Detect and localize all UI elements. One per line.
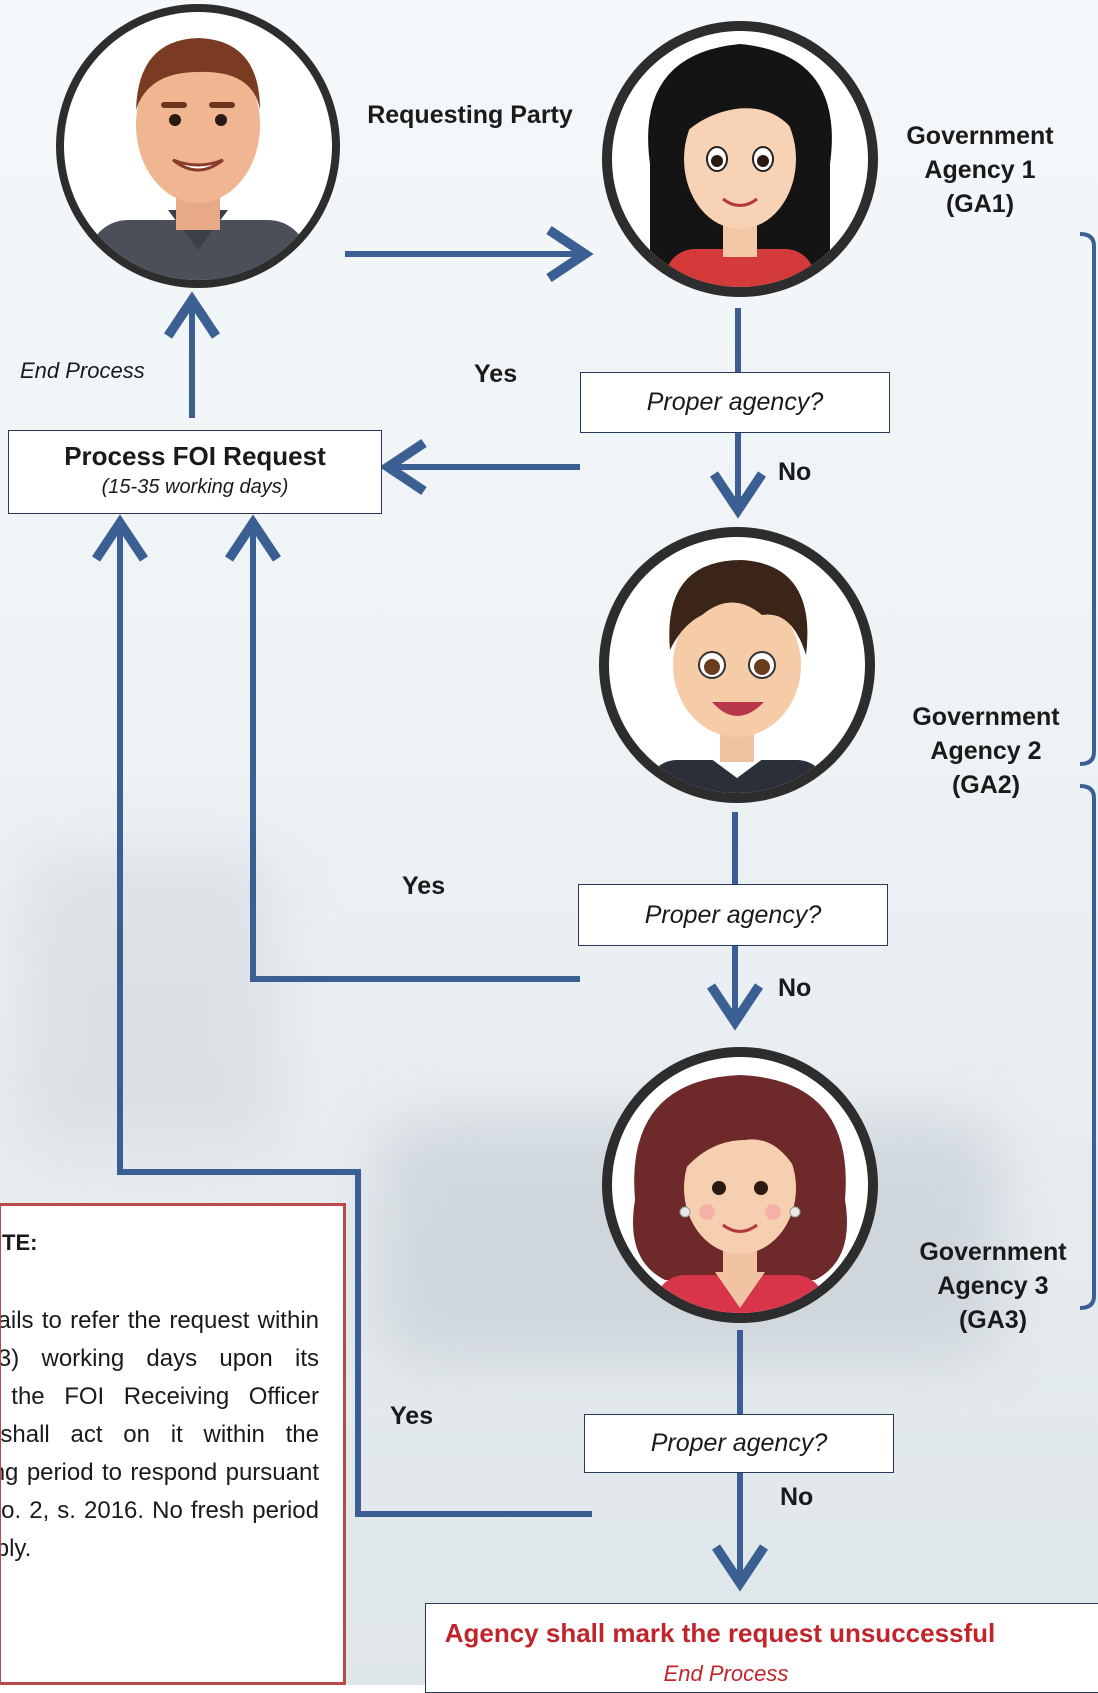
ga2-label: Government Agency 2 (GA2) [876, 700, 1096, 802]
requesting-party-label: Requesting Party [367, 101, 573, 129]
arrow-decision3-yes [92, 514, 592, 1517]
final-end-process: End Process [663, 1661, 789, 1686]
ga2-label-line3: (GA2) [951, 771, 1021, 799]
arrow-decision2-yes [225, 514, 580, 982]
unsuccessful-title: Agency shall mark the request unsuccessf… [444, 1618, 996, 1648]
yes-label-1: Yes [474, 360, 518, 388]
ga2-label-line1: Government [912, 703, 1060, 731]
no-label-3: No [780, 1483, 814, 1511]
yes-label-2: Yes [402, 872, 446, 900]
decision-text: Proper agency? [644, 900, 822, 929]
process-title: Process FOI Request [64, 441, 326, 471]
bracket-ga1-ga2 [1079, 232, 1096, 766]
unsuccessful-box: Agency shall mark the request unsuccessf… [425, 1603, 1098, 1693]
yes-label-3: Yes [390, 1402, 434, 1430]
decision-box-ga1: Proper agency? [580, 372, 890, 433]
no-label-1: No [778, 458, 812, 486]
requesting-party-avatar [56, 4, 340, 288]
ga3-avatar [602, 1047, 878, 1323]
ga1-label: Government Agency 1 (GA1) [870, 119, 1090, 221]
ga1-avatar [602, 21, 878, 297]
end-process-label: End Process [20, 358, 145, 383]
ga1-label-line2: Agency 1 [924, 156, 1036, 184]
decision-text: Proper agency? [646, 388, 824, 416]
ga1-label-line1: Government [906, 122, 1054, 150]
decision-text: Proper agency? [650, 1429, 828, 1457]
bracket-ga2-ga3 [1079, 784, 1096, 1310]
no-label-2: No [778, 974, 812, 1002]
ga3-label-line2: Agency 3 [937, 1272, 1049, 1300]
note-box: NOTE: If GA1 fails to refer the request … [0, 1203, 346, 1685]
decision-box-ga3: Proper agency? [584, 1414, 894, 1473]
note-title: NOTE: [1, 1230, 38, 1255]
process-foi-request-box: Process FOI Request (15-35 working days) [8, 430, 382, 514]
ga3-label-line3: (GA3) [958, 1306, 1028, 1334]
note-text: If GA1 fails to refer the request within… [0, 1307, 319, 1562]
ga2-label-line2: Agency 2 [930, 737, 1042, 765]
ga1-label-line3: (GA1) [945, 190, 1015, 218]
ga3-label: Government Agency 3 (GA3) [883, 1235, 1098, 1337]
decision-box-ga2: Proper agency? [578, 884, 888, 946]
process-duration: (15-35 working days) [101, 476, 289, 498]
ga2-avatar [599, 527, 875, 803]
ga3-label-line1: Government [919, 1238, 1067, 1266]
background-shape [20, 850, 280, 1150]
